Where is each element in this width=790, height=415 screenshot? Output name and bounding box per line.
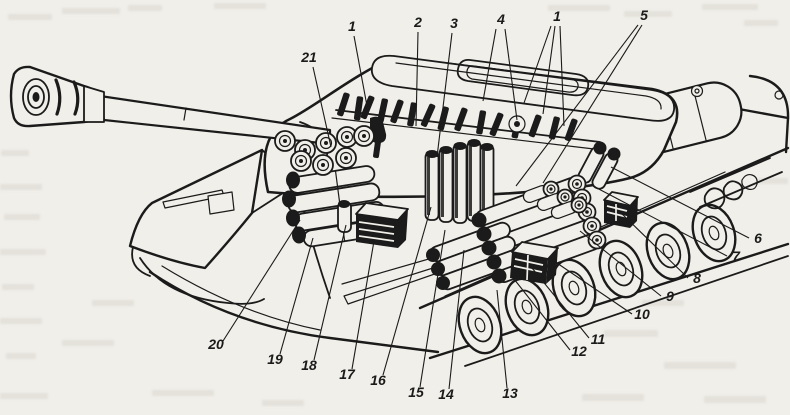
leader-line-18 — [313, 224, 347, 361]
hull-side-edge — [418, 146, 790, 310]
leader-line-4 — [504, 28, 518, 121]
leader-line-2 — [415, 31, 419, 127]
callout-number-13: 13 — [502, 385, 518, 401]
callout-number-2: 2 — [413, 14, 422, 30]
capped-charge-trio — [522, 180, 588, 219]
road-wheel — [504, 277, 550, 337]
muzzle-slot — [54, 78, 62, 116]
front-fender — [128, 148, 264, 270]
fuel-filler-cap — [690, 84, 704, 98]
right-ammo-box — [603, 191, 639, 228]
vertical-shell-group — [424, 139, 495, 224]
muzzle-slot — [72, 80, 80, 116]
leader-line-21 — [312, 66, 332, 148]
callout-number-8: 8 — [693, 270, 701, 286]
headlight-box — [207, 191, 235, 215]
diagonal-shell-pair — [577, 141, 621, 190]
leader-line-14 — [448, 249, 465, 390]
front-mudflap — [131, 246, 151, 277]
leader-line-16 — [382, 206, 432, 376]
callout-number-12: 12 — [571, 343, 587, 359]
left-ammo-rack — [274, 125, 409, 248]
leader-line-8 — [619, 211, 689, 279]
barrel-step — [183, 107, 187, 121]
leader-line-9 — [579, 230, 662, 297]
leader-line-6 — [610, 166, 750, 239]
callout-number-6: 6 — [754, 230, 762, 246]
left-rack-shell-end — [286, 209, 300, 227]
drive-sprocket-detail — [689, 157, 783, 210]
leader-line-10 — [550, 258, 633, 315]
hull-belly-curve — [148, 270, 440, 354]
leader-line-1 — [542, 25, 556, 115]
left-rack-shell-end — [282, 190, 296, 208]
deck-cap — [774, 90, 784, 100]
callout-number-3: 3 — [450, 15, 458, 31]
road-wheels — [457, 203, 737, 355]
leader-line-1 — [559, 25, 565, 127]
leader-line-4 — [482, 28, 497, 102]
callout-number-7: 7 — [732, 248, 741, 264]
leader-line-7 — [592, 185, 728, 257]
leader-line-17 — [351, 240, 375, 370]
muzzle-ring-outer — [22, 78, 50, 116]
callout-number-1: 1 — [348, 18, 356, 34]
leader-line-5 — [515, 24, 639, 187]
left-rack-shell-end — [292, 226, 306, 244]
left-ammo-box — [355, 202, 409, 248]
hull-belly-inner — [161, 265, 321, 331]
leader-line-1 — [523, 25, 552, 104]
road-wheel — [645, 221, 691, 281]
callout-number-20: 20 — [207, 336, 224, 352]
road-wheel — [551, 258, 597, 318]
leader-line-20 — [222, 219, 301, 342]
leader-line-12 — [513, 278, 571, 351]
leader-line-19 — [279, 237, 314, 355]
left-rack-shell-end — [286, 171, 300, 189]
leader-line-11 — [531, 267, 590, 339]
leader-line-1 — [353, 35, 368, 107]
callout-number-10: 10 — [634, 306, 650, 322]
leader-line-15 — [419, 229, 446, 388]
loader-hatch-ring — [456, 59, 590, 97]
leader-line-3 — [436, 32, 453, 158]
callout-number-1: 1 — [553, 8, 561, 24]
callout-number-17: 17 — [339, 366, 356, 382]
road-wheel — [457, 295, 503, 355]
leader-line-5 — [542, 24, 643, 184]
main-gun — [9, 65, 332, 146]
callout-number-18: 18 — [301, 357, 317, 373]
callout-number-16: 16 — [370, 372, 386, 388]
shell-tip-circles — [274, 125, 375, 176]
callout-number-4: 4 — [496, 11, 505, 27]
page-bleed-texture — [0, 3, 788, 406]
callout-number-21: 21 — [300, 49, 317, 65]
callout-number-11: 11 — [591, 331, 606, 347]
callout-number-5: 5 — [640, 7, 648, 23]
callout-number-14: 14 — [438, 386, 454, 402]
track-bottom-edge-2 — [464, 255, 789, 367]
front-mudguard-arc — [139, 257, 265, 305]
callout-number-9: 9 — [666, 288, 674, 304]
callout-number-15: 15 — [408, 384, 424, 400]
lower-ammo-box — [510, 241, 559, 284]
leader-line-13 — [496, 289, 508, 389]
muzzle-collar — [83, 85, 105, 123]
callout-number-19: 19 — [267, 351, 283, 367]
